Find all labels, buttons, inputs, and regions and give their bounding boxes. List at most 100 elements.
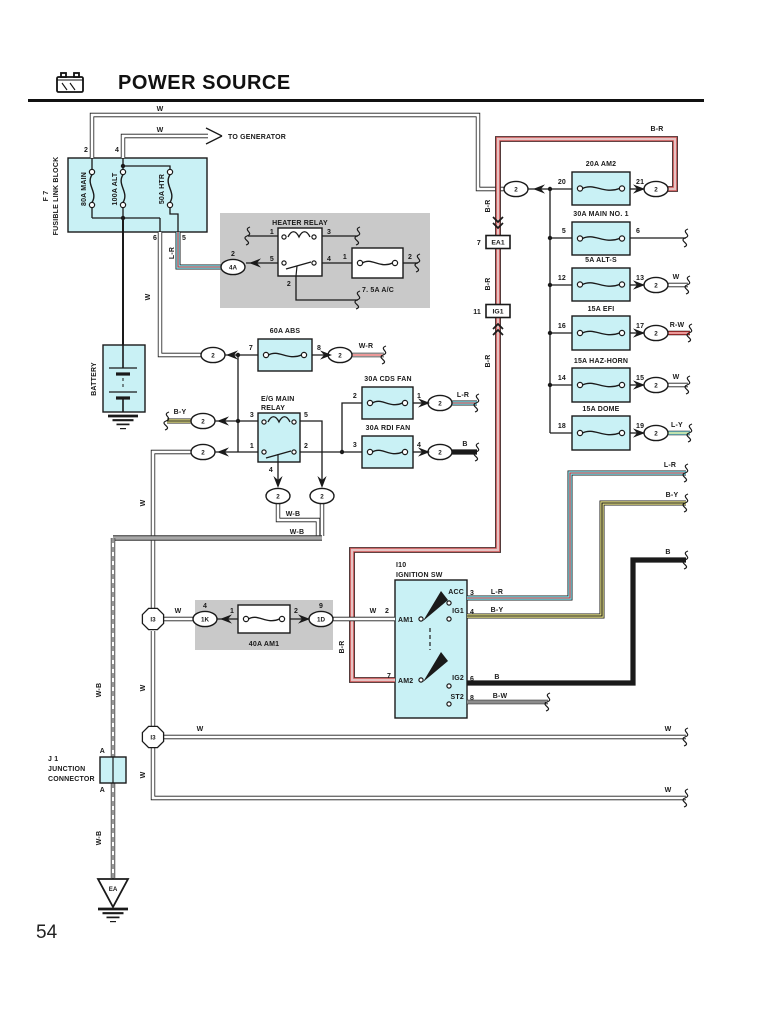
junction-dot <box>547 330 553 336</box>
diagram-label: 8 <box>317 345 321 352</box>
diagram-label: B-R <box>485 277 492 290</box>
fuse-50a-htr <box>167 174 173 203</box>
diagram-label: B-Y <box>174 409 187 416</box>
diagram-label: W <box>665 787 672 794</box>
connector-label: 2 <box>654 330 658 337</box>
fuse-terminal <box>401 448 409 456</box>
connection-line <box>300 420 323 485</box>
flow-arrow <box>418 447 430 457</box>
diagram-label: W <box>157 106 164 113</box>
diagram-label: 5 <box>304 412 308 419</box>
wire-break <box>473 442 480 462</box>
connector-label: 4A <box>229 264 238 271</box>
diagram-label: 18 <box>558 423 566 430</box>
flow-arrow <box>633 184 645 194</box>
fuse-terminal <box>391 259 399 267</box>
diagram-label: W <box>665 726 672 733</box>
diagram-label: 2 <box>385 608 389 615</box>
diagram-label: I10 <box>396 562 406 569</box>
fuse-terminal <box>366 448 374 456</box>
diagram-label: 20 <box>558 179 566 186</box>
relay-terminal <box>281 234 287 240</box>
connector-label: 2 <box>276 493 280 500</box>
diagram-label: IG1 <box>452 608 464 615</box>
junction-label: I3 <box>150 734 156 741</box>
connector-label: 2 <box>438 449 442 456</box>
diagram-label: 4 <box>470 609 474 616</box>
fuse-terminal <box>618 185 626 192</box>
fuse-terminal <box>119 168 127 176</box>
fuse-element <box>582 236 620 241</box>
flow-arrow <box>217 416 229 426</box>
connector-oval-4a <box>220 258 246 276</box>
fuse-terminal <box>88 168 96 176</box>
relay-contact-stub <box>295 265 298 277</box>
junction-label: I3 <box>150 616 156 623</box>
wire-w-run-bottom <box>150 748 686 801</box>
diagram-label: AM2 <box>398 678 413 685</box>
diagram-label: 4 <box>327 256 331 263</box>
junction-dot <box>547 282 553 288</box>
diagram-label: 6 <box>470 676 474 683</box>
fuse-terminal <box>576 235 584 242</box>
diagram-label: B <box>665 549 670 556</box>
fuse-element <box>372 449 403 455</box>
diagram-label: B-R <box>339 640 346 653</box>
switch-contact <box>446 600 452 606</box>
fuse-element <box>372 400 403 406</box>
fuse-terminal <box>576 381 584 389</box>
diagram-label: 15 <box>636 375 644 382</box>
connector-label: IG1 <box>493 309 504 316</box>
diagram-label: B-W <box>493 693 508 700</box>
diagram-label: E/G MAIN <box>261 396 295 403</box>
header-rule <box>28 99 704 102</box>
ignition-wiper <box>423 591 448 621</box>
diagram-label: W <box>197 726 204 733</box>
relay-terminal <box>281 260 287 266</box>
connector-label: 2 <box>654 186 658 193</box>
fuse-terminal <box>366 399 374 407</box>
wire-break <box>682 463 689 483</box>
diagram-label: 5A ALT-S <box>585 257 617 264</box>
battery-icon <box>56 72 84 93</box>
diagram-label: 5 <box>182 235 186 242</box>
flow-arrow <box>633 380 645 390</box>
diagram-label: 30A MAIN NO. 1 <box>573 211 628 218</box>
switch-contact <box>446 683 452 689</box>
diagram-label: 7. 5A A/C <box>362 287 394 294</box>
diagram-label: FUSIBLE LINK BLOCK <box>53 157 60 236</box>
diagram-label: 17 <box>636 323 644 330</box>
fuse-terminal <box>88 201 96 209</box>
fuse-terminal <box>119 201 127 209</box>
page-title: POWER SOURCE <box>118 72 291 94</box>
diagram-label: BATTERY <box>91 362 98 396</box>
diagram-label: 15A DOME <box>582 406 619 413</box>
diagram-label: TO GENERATOR <box>228 134 286 141</box>
junction-octagon-i3 <box>141 607 165 631</box>
flow-arrow <box>220 614 232 624</box>
wire-w-run-left <box>150 449 192 608</box>
fuse-100a-alt <box>120 174 126 203</box>
diagram-label: CONNECTOR <box>48 776 95 783</box>
diagram-label: 13 <box>636 275 644 282</box>
wire-break <box>684 275 691 295</box>
diagram-label: 4 <box>417 442 421 449</box>
flow-arrow <box>317 476 327 488</box>
fuse-terminal <box>356 259 364 267</box>
diagram-label: AM1 <box>398 617 413 624</box>
diagram-label: B-R <box>650 126 663 133</box>
fuse-terminal <box>618 235 626 242</box>
diagram-label: JUNCTION <box>48 766 85 773</box>
chevron <box>492 216 504 224</box>
fuse-terminal <box>401 399 409 407</box>
connector-label: 2 <box>654 430 658 437</box>
switch-contact <box>418 616 424 622</box>
connector-label: 2 <box>514 186 518 193</box>
diagram-label: L-R <box>664 462 676 469</box>
diagram-label: 4 <box>203 603 207 610</box>
connector-label: 2 <box>320 493 324 500</box>
diagram-label: 2 <box>408 254 412 261</box>
diagram-label: 21 <box>636 179 644 186</box>
diagram-label: 80A MAIN <box>81 172 88 206</box>
